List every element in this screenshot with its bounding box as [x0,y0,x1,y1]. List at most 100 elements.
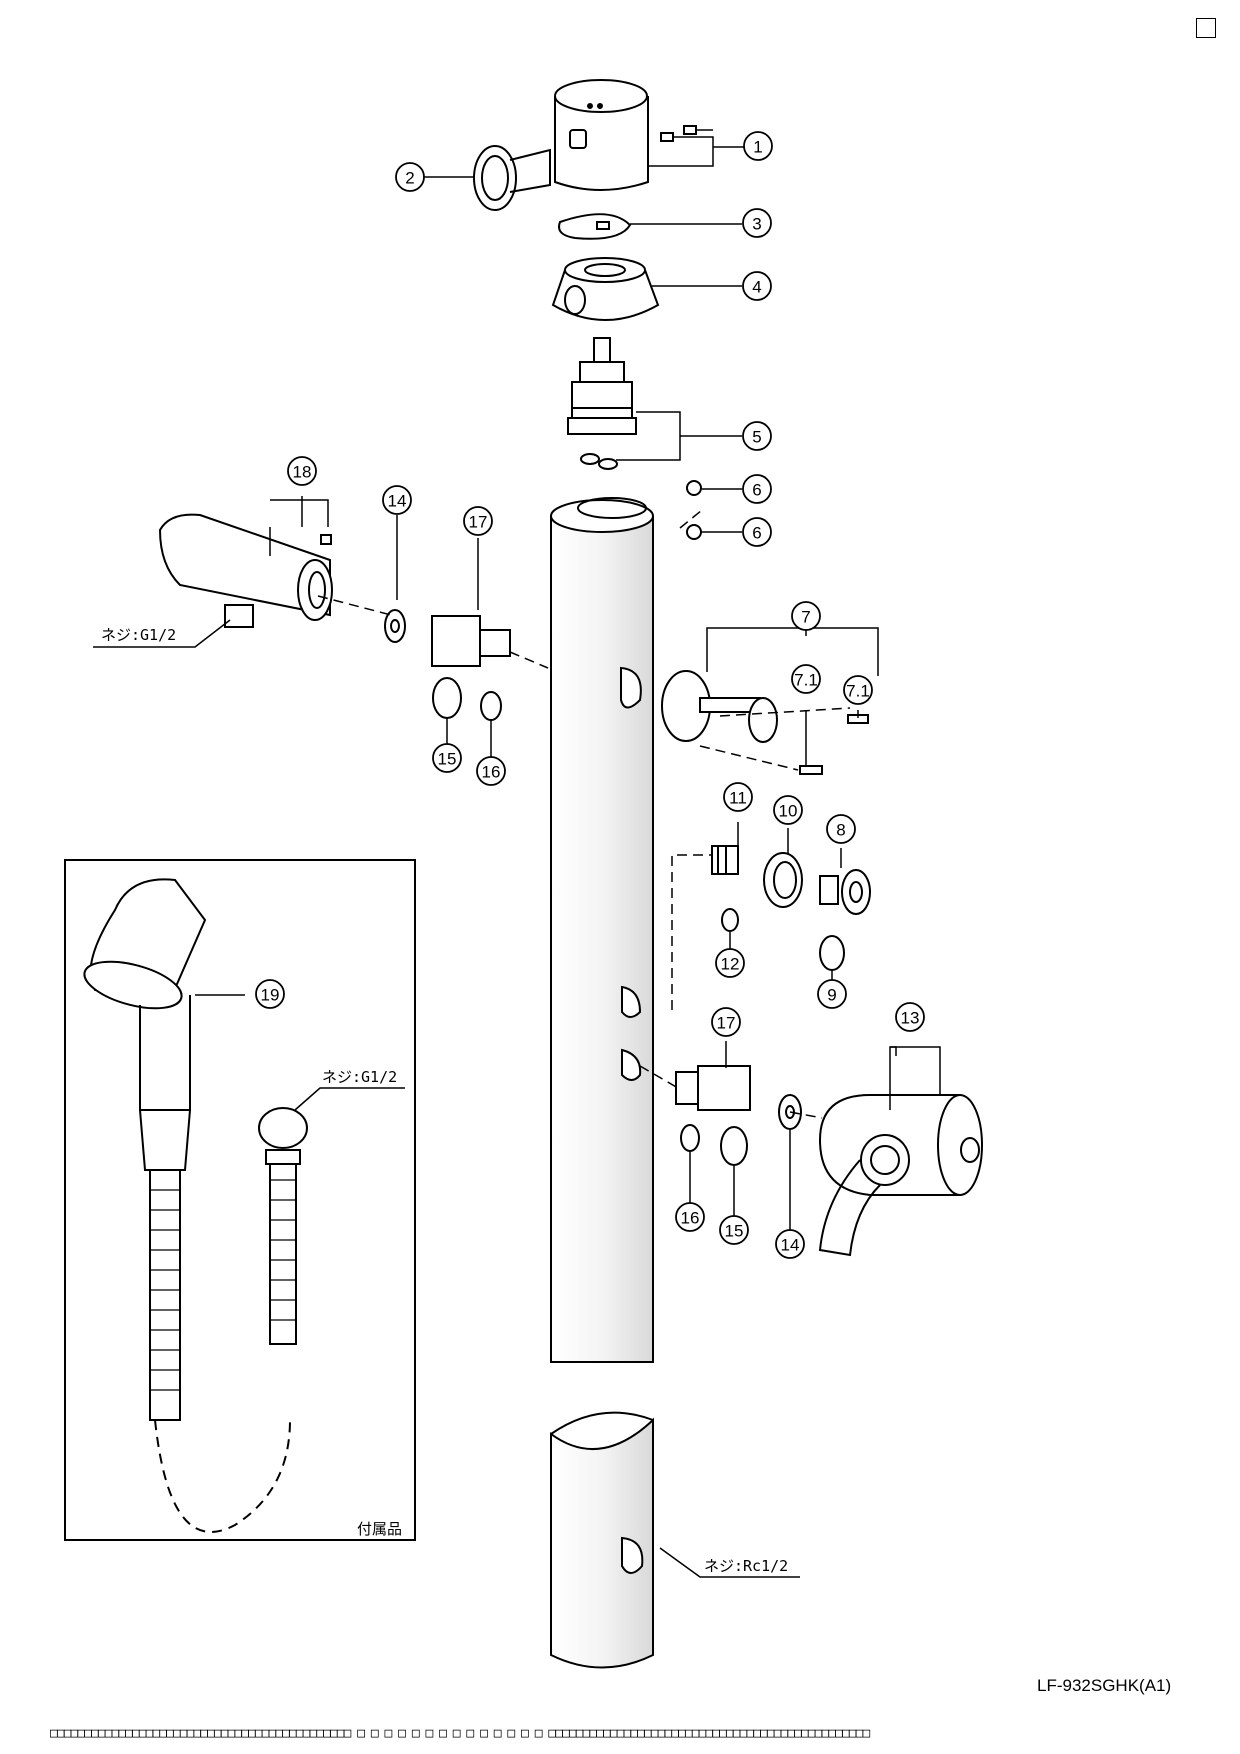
callout-c5: 5 [742,421,772,451]
part-plugs [686,480,702,540]
callout-number: 4 [752,278,761,297]
callout-c6a: 6 [742,474,772,504]
callout-number: 11 [729,789,747,808]
callout-c2: 2 [395,162,425,192]
callout-circle [742,474,772,504]
callout-circle [432,743,462,773]
part-nipple-8 [819,869,871,971]
callout-circle [463,506,493,536]
callout-number: 18 [293,463,312,482]
callout-c4: 4 [742,271,772,301]
callout-circle [742,517,772,547]
callout-circle [395,162,425,192]
callout-circle [715,948,745,978]
callout-number: 13 [901,1009,920,1028]
part-washer-10 [721,852,803,932]
part-hook-bracket [661,670,869,775]
callout-c15b: 15 [719,1215,749,1245]
callout-number: 2 [405,169,414,188]
callout-number: 7.1 [846,682,870,701]
part-plate [558,213,632,240]
hose-ribs [150,1179,296,1391]
model-code: LF-932SGHK(A1) [1037,1676,1171,1695]
callout-c17b: 17 [711,1007,741,1037]
callout-number: 7.1 [794,671,818,690]
callout-c17a: 17 [463,506,493,536]
callout-circle [382,485,412,515]
callout-c7: 7 [791,601,821,631]
callout-circle [742,271,772,301]
callout-number: 12 [721,955,740,974]
callout-number: 17 [717,1014,736,1033]
callout-number: 16 [681,1209,700,1228]
callout-c3: 3 [742,208,772,238]
thread-label-g12-hose: ネジ:G1/2 [322,1068,397,1086]
callout-circle [287,456,317,486]
callout-circle [895,1002,925,1032]
part-cartridge [567,337,637,470]
callout-number: 17 [469,513,488,532]
callout-leaders [93,129,941,1578]
part-shower-holder [158,513,333,628]
callout-c11: 11 [723,782,753,812]
part-check-11 [711,845,739,875]
accessories-label: 付属品 [357,1520,402,1538]
callout-number: 7 [801,608,810,627]
callout-number: 1 [753,138,762,157]
callout-number: 14 [781,1236,800,1255]
callout-number: 15 [725,1222,744,1241]
thread-label-g12-top: ネジ:G1/2 [101,626,176,644]
callout-c1: 1 [743,131,773,161]
assembly-lines [317,509,851,1119]
part-lever [473,145,551,211]
callout-number: 9 [827,986,836,1005]
callout-circle [791,664,821,694]
main-pipe-upper [550,497,654,1363]
callout-layer: 123456677.17.189101112131414151516161717… [255,131,925,1259]
accessories-box [64,859,416,1541]
callout-c71b: 7.1 [843,675,873,705]
corner-checkbox [1196,18,1216,38]
part-set-screws [660,125,697,142]
callout-number: 6 [752,481,761,500]
callout-number: 15 [438,750,457,769]
callout-c15a: 15 [432,743,462,773]
callout-circle [817,979,847,1009]
callout-c10: 10 [773,795,803,825]
part-handle [554,79,649,191]
callout-c14b: 14 [775,1229,805,1259]
part-spout [818,1094,983,1257]
callout-c13: 13 [895,1002,925,1032]
callout-circle [255,979,285,1009]
callout-circle [742,421,772,451]
callout-c16a: 16 [476,756,506,786]
callout-number: 16 [482,763,501,782]
callout-c12: 12 [715,948,745,978]
callout-number: 3 [752,215,761,234]
callout-number: 14 [388,492,407,511]
callout-c18: 18 [287,456,317,486]
callout-circle [843,675,873,705]
main-pipe-lower [550,1411,654,1669]
callout-circle [775,1229,805,1259]
callout-circle [675,1202,705,1232]
callout-circle [723,782,753,812]
thread-label-rc12: ネジ:Rc1/2 [704,1557,788,1575]
callout-circle [476,756,506,786]
callout-circle [711,1007,741,1037]
callout-number: 5 [752,428,761,447]
callout-c9: 9 [817,979,847,1009]
callout-c71a: 7.1 [791,664,821,694]
callout-circle [719,1215,749,1245]
callout-circle [742,208,772,238]
part-adapter-17-lower [675,1065,802,1166]
callout-circle [773,795,803,825]
callout-circle [743,131,773,161]
part-adapter-17-upper [384,609,511,721]
callout-c19: 19 [255,979,285,1009]
callout-number: 19 [261,986,280,1005]
part-cap [551,257,660,321]
callout-circle [791,601,821,631]
callout-c6b: 6 [742,517,772,547]
callout-number: 10 [779,802,798,821]
